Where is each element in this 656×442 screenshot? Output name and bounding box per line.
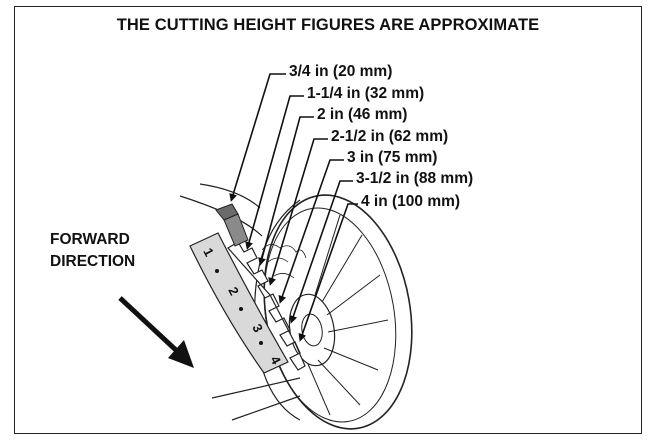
height-adjust-lever-icon — [215, 203, 249, 247]
diagram-frame — [14, 6, 642, 434]
height-label-3-1-2-in: 3-1/2 in (88 mm) — [356, 170, 474, 187]
height-label-1-1-4-in: 1-1/4 in (32 mm) — [307, 85, 425, 102]
leader-lines — [229, 73, 358, 342]
height-label-4-in: 4 in (100 mm) — [361, 193, 461, 210]
height-label-3-4-in: 3/4 in (20 mm) — [289, 63, 393, 80]
direction-label-line1: FORWARD — [50, 231, 130, 248]
height-adjust-bracket — [227, 241, 306, 371]
height-scale-plate: 1 2 3 4 — [189, 232, 289, 374]
diagram-title: THE CUTTING HEIGHT FIGURES ARE APPROXIMA… — [116, 16, 540, 34]
direction-label-line2: DIRECTION — [50, 253, 136, 270]
height-label-2-in: 2 in (46 mm) — [317, 106, 408, 123]
height-label-2-1-2-in: 2-1/2 in (62 mm) — [331, 128, 449, 145]
height-label-3-in: 3 in (75 mm) — [347, 149, 438, 166]
forward-arrow-icon — [118, 296, 194, 368]
